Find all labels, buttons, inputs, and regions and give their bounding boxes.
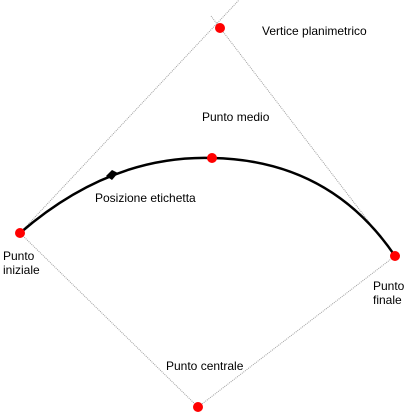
center-point: [193, 402, 203, 412]
tangent-line-end: [210, 15, 396, 257]
start-point: [15, 228, 25, 238]
end-point-label: Punto finale: [373, 279, 405, 307]
start-point-label: Punto iniziale: [3, 249, 40, 277]
label-position-label: Posizione etichetta: [95, 191, 196, 205]
radius-line-start: [19, 232, 199, 408]
midpoint-point: [207, 153, 217, 163]
vertex-label: Vertice planimetrico: [262, 24, 367, 38]
label-position-marker: [106, 170, 118, 180]
midpoint-label: Punto medio: [202, 110, 270, 124]
center-point-label: Punto centrale: [166, 359, 244, 373]
end-point: [390, 251, 400, 261]
tangent-line-start: [19, 0, 240, 234]
vertex-point: [215, 23, 225, 33]
radius-line-end: [197, 255, 396, 408]
